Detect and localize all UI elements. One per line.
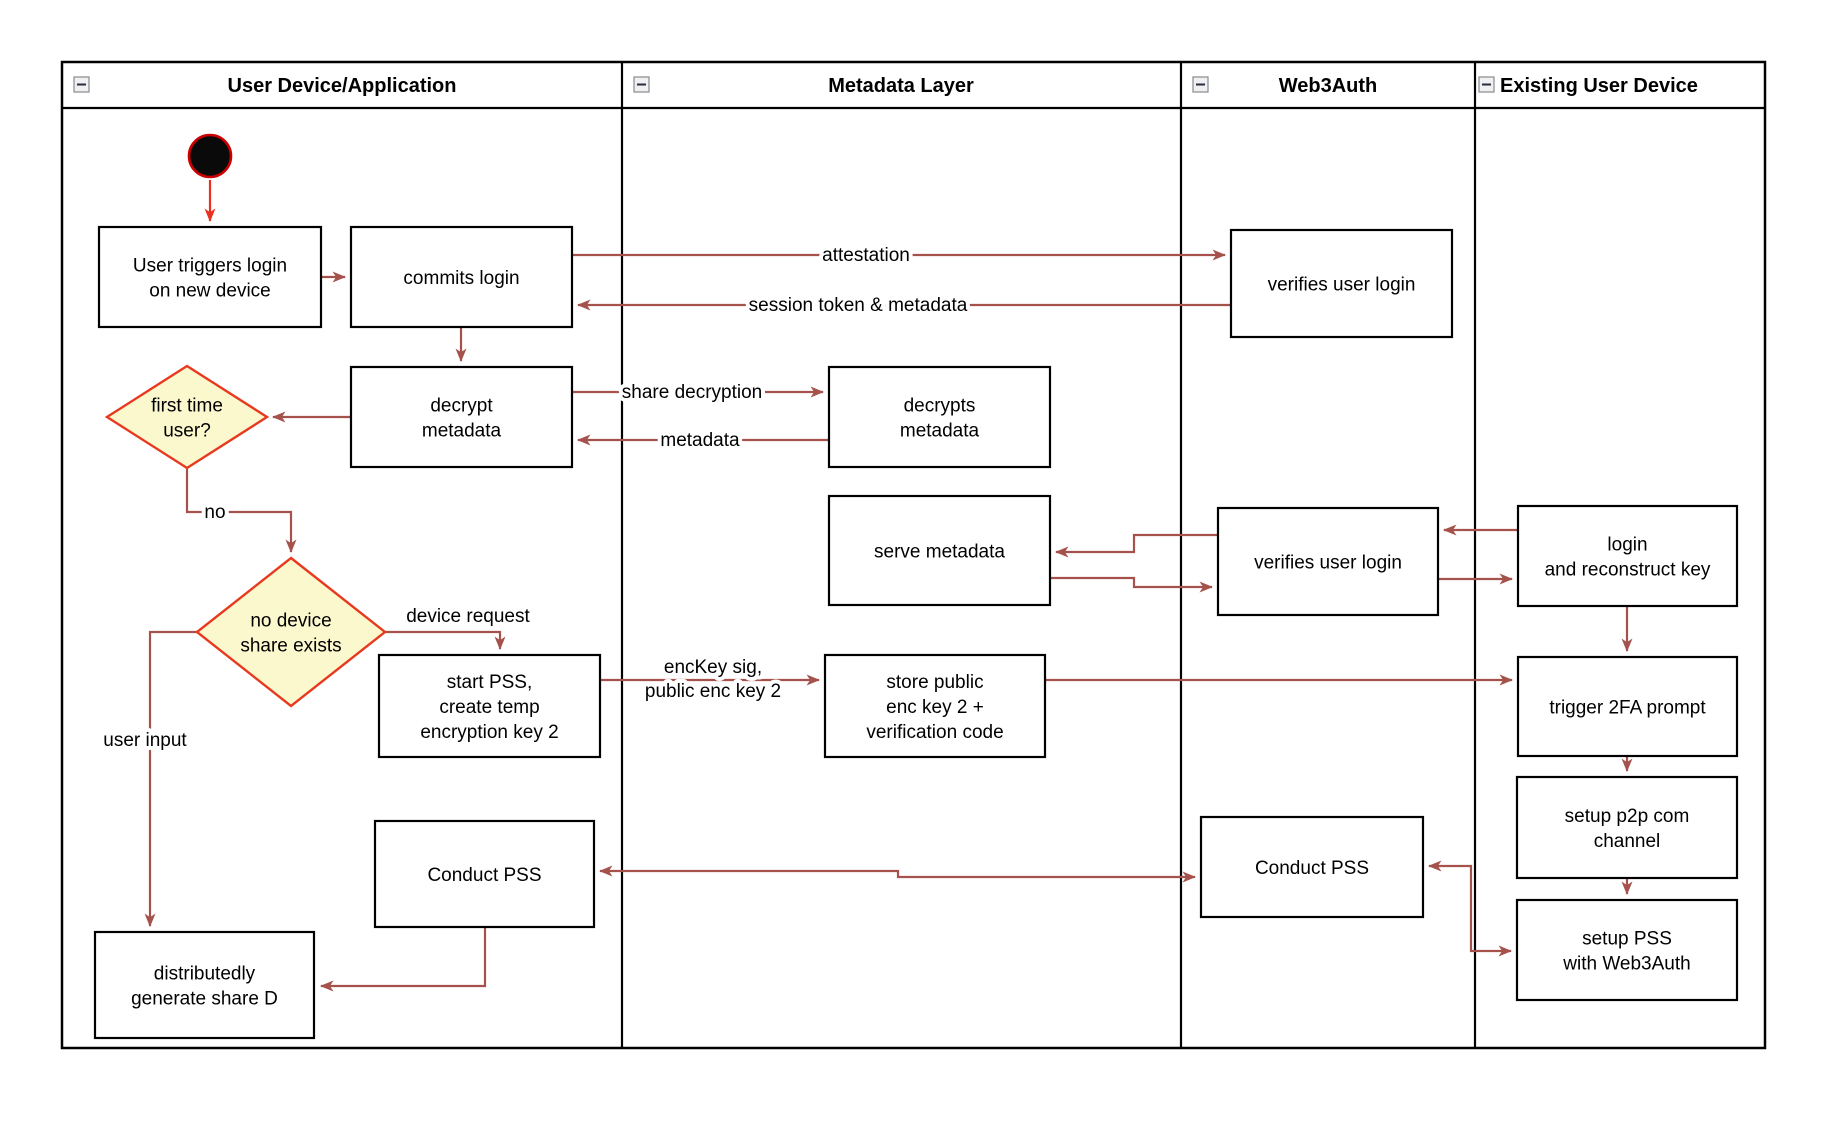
lane-header-metadata-layer: Metadata Layer bbox=[633, 75, 974, 97]
pool-frame bbox=[60, 60, 1767, 1050]
commits-login-box bbox=[349, 225, 574, 329]
edge-setuppss-conductpss bbox=[1428, 860, 1512, 957]
login-reconstruct-key-box bbox=[1516, 504, 1739, 608]
conduct-pss-left-label: Conduct PSS bbox=[427, 865, 541, 886]
decrypts-metadata-box bbox=[827, 365, 1052, 469]
edge-user-input bbox=[144, 630, 197, 927]
lane-header-web3auth: Web3Auth bbox=[1192, 75, 1378, 97]
commits-login-label: commits login bbox=[403, 268, 519, 289]
header-layer: User Device/Application Metadata Layer Web… bbox=[73, 75, 1698, 97]
verifies-user-login-2-label: verifies user login bbox=[1254, 553, 1402, 574]
verifies-user-login-2-box bbox=[1216, 506, 1440, 617]
verifies-user-login-1-label: verifies user login bbox=[1268, 275, 1416, 296]
no-device-share-exists-shape bbox=[195, 556, 387, 708]
verifies-user-login-2-node: verifies user login bbox=[1216, 506, 1440, 617]
conduct-pss-web3auth-label: Conduct PSS bbox=[1255, 858, 1369, 879]
store-public-enc-key-box bbox=[823, 653, 1047, 759]
serve-metadata-label: serve metadata bbox=[874, 542, 1005, 563]
verifies-user-login-1-node: verifies user login bbox=[1229, 228, 1454, 339]
lane-header-user-device: User Device/Application bbox=[73, 75, 457, 97]
minus-icon-user-device[interactable] bbox=[73, 76, 90, 93]
first-time-user-shape bbox=[104, 364, 270, 470]
lane-title-existing-user-device: Existing User Device bbox=[1500, 75, 1698, 97]
minus-icon-web3auth[interactable] bbox=[1192, 76, 1209, 93]
commits-login-node: commits login bbox=[349, 225, 574, 329]
edge-conductpss-conductpss bbox=[599, 865, 1196, 883]
verifies-user-login-1-box bbox=[1229, 228, 1454, 339]
serve-metadata-box bbox=[827, 494, 1052, 607]
setup-pss-web3auth-box bbox=[1515, 898, 1739, 1002]
start-pss-box bbox=[377, 653, 602, 759]
conduct-pss-web3auth-node: Conduct PSS bbox=[1199, 815, 1425, 919]
edge-verifies2-to-serve bbox=[1055, 533, 1218, 558]
lane-title-metadata-layer: Metadata Layer bbox=[828, 75, 974, 97]
lane-header-existing-user-device: Existing User Device bbox=[1478, 75, 1698, 97]
start-node bbox=[187, 133, 233, 179]
edge-metadata-return-label: metadata bbox=[660, 430, 740, 451]
trigger-2fa-prompt-node: trigger 2FA prompt bbox=[1516, 655, 1739, 758]
edge-enckey-sig-label: encKey sig,public enc key 2 bbox=[645, 657, 781, 702]
minus-icon-metadata-layer[interactable] bbox=[633, 76, 650, 93]
distributedly-generate-box bbox=[93, 930, 316, 1040]
edge-labels-layer: attestation session token & metadata share… bbox=[99, 241, 971, 755]
edge-device-request-label: device request bbox=[406, 606, 530, 627]
trigger-2fa-prompt-box bbox=[1516, 655, 1739, 758]
decrypt-metadata-box bbox=[349, 365, 574, 469]
edges-layer bbox=[144, 180, 1633, 992]
lane-title-web3auth: Web3Auth bbox=[1279, 75, 1378, 97]
user-triggers-login-box bbox=[97, 225, 323, 329]
conduct-pss-web3auth-box bbox=[1199, 815, 1425, 919]
edge-share-decryption-label: share decryption bbox=[622, 382, 762, 403]
edge-attestation-label: attestation bbox=[822, 245, 910, 266]
edge-session-token-label: session token & metadata bbox=[749, 295, 968, 316]
trigger-2fa-prompt-label: trigger 2FA prompt bbox=[1549, 698, 1706, 719]
edge-no-label: no bbox=[204, 502, 225, 523]
edge-device-request bbox=[385, 630, 506, 650]
minus-icon-existing-user-device[interactable] bbox=[1478, 76, 1495, 93]
setup-p2p-channel-box bbox=[1515, 775, 1739, 880]
edge-conduct-to-distributed bbox=[320, 927, 487, 992]
edge-user-input-label: user input bbox=[103, 730, 187, 751]
lane-title-user-device: User Device/Application bbox=[228, 75, 457, 97]
edge-serve-to-verifies2 bbox=[1050, 576, 1213, 593]
serve-metadata-node: serve metadata bbox=[827, 494, 1052, 607]
conduct-pss-left-box bbox=[373, 819, 596, 929]
conduct-pss-left-node: Conduct PSS bbox=[373, 819, 596, 929]
edge-no bbox=[185, 468, 297, 553]
